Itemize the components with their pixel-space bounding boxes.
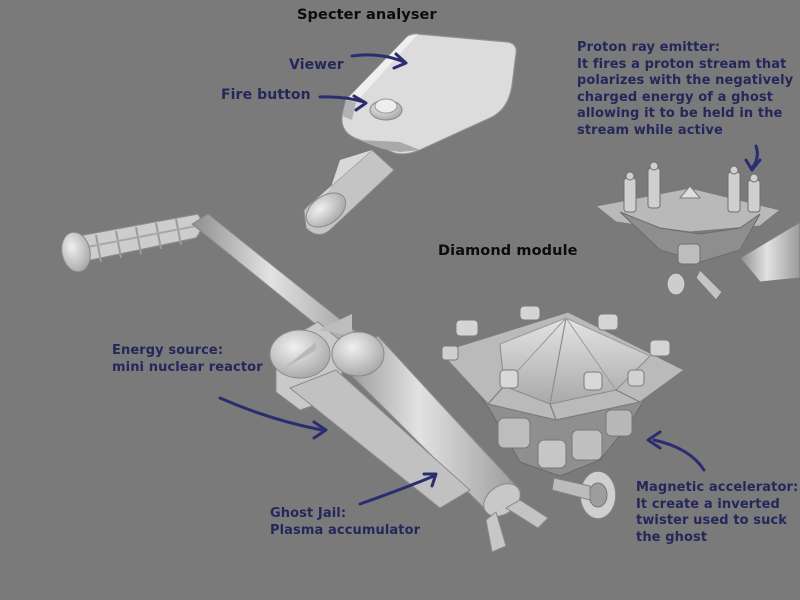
module-wheel: [551, 470, 617, 520]
magnetic-arrowhead: [646, 430, 662, 450]
proton-emitter-annotation: Proton ray emitter: It fires a proton st…: [577, 40, 793, 139]
proton-emitter-line: allowing it to be held in the: [577, 106, 783, 121]
magnetic-accelerator-annotation: Magnetic accelerator: It create a invert…: [636, 480, 798, 546]
magnetic-accelerator-line: twister used to suck: [636, 513, 788, 528]
fire-button-arrowhead: [352, 94, 368, 112]
ghost-jail-arrowhead: [422, 472, 438, 488]
pack-grip: [61, 213, 203, 273]
emitter-arrowhead: [744, 158, 762, 172]
magnetic-arrow: [652, 438, 706, 472]
proton-emitter-line: charged energy of a ghost: [577, 89, 774, 105]
annotation-arrows: [218, 52, 762, 506]
viewer-arrowhead: [392, 52, 408, 70]
ghost-jail-line: Plasma accumulator: [270, 522, 421, 538]
proton-emitter-line: polarizes with the negatively: [577, 73, 794, 88]
emitter-coils: [623, 161, 761, 213]
energy-source-title: Energy source:: [112, 343, 224, 358]
energy-source-annotation: Energy source: mini nuclear reactor: [112, 343, 263, 376]
proton-emitter-title: Proton ray emitter:: [577, 40, 721, 55]
specter-analyser-model: [303, 33, 517, 235]
diamond-module-model: [438, 305, 686, 520]
fire-button-label: Fire button: [221, 87, 311, 103]
energy-source-arrowhead: [312, 420, 328, 440]
magnetic-accelerator-title: Magnetic accelerator:: [636, 480, 799, 495]
viewer-arrow: [350, 53, 406, 64]
viewer-label: Viewer: [289, 57, 344, 73]
proton-emitter-model: [594, 161, 800, 301]
ghost-jail-arrow: [358, 474, 436, 506]
specter-analyser-label: Specter analyser: [297, 7, 437, 23]
ghost-jail-title: Ghost Jail:: [270, 506, 347, 521]
magnetic-accelerator-line: It create a inverted: [636, 496, 780, 512]
proton-emitter-line: stream while active: [577, 122, 723, 138]
magnetic-accelerator-line: the ghost: [636, 529, 708, 545]
energy-source-line: mini nuclear reactor: [112, 359, 263, 375]
diamond-module-label: Diamond module: [438, 243, 578, 259]
proton-emitter-line: It fires a proton stream that: [577, 56, 787, 72]
energy-source-arrow: [218, 396, 324, 432]
ghost-jail-annotation: Ghost Jail: Plasma accumulator: [270, 506, 420, 539]
